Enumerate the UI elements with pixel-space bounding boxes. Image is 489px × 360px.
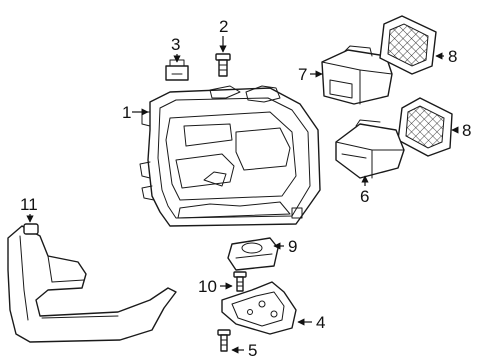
callout-10: 10	[198, 277, 233, 296]
callout-4: 4	[297, 313, 325, 332]
callout-7: 7	[298, 65, 323, 84]
callout-1: 1	[122, 103, 149, 122]
callout-label-11: 11	[20, 195, 38, 214]
callout-2: 2	[219, 17, 228, 53]
callout-label-8-top: 8	[448, 47, 457, 66]
control-module-part-7	[321, 45, 393, 105]
callout-label-3: 3	[171, 35, 180, 54]
headlamp-assembly	[139, 85, 321, 227]
callout-label-5: 5	[248, 341, 257, 360]
callout-8-bottom: 8	[451, 121, 471, 140]
mounting-bracket-part-4	[221, 281, 297, 335]
callout-label-7: 7	[298, 65, 307, 84]
callout-3: 3	[171, 35, 181, 63]
bolt-part-10	[233, 271, 247, 292]
callout-5: 5	[231, 341, 257, 360]
callout-6: 6	[360, 175, 369, 206]
callout-label-8-bottom: 8	[462, 121, 471, 140]
callout-label-6: 6	[360, 187, 369, 206]
callout-8-top: 8	[435, 47, 457, 66]
callout-label-1: 1	[122, 103, 131, 122]
vent-grille-top	[379, 15, 437, 75]
callout-label-9: 9	[288, 237, 297, 256]
bracket-part-9	[227, 237, 279, 271]
callout-label-2: 2	[219, 17, 228, 36]
bolt-part-2	[215, 53, 231, 77]
clip-part-3	[165, 59, 189, 81]
bumper-trim-part-11	[7, 223, 177, 343]
callout-9: 9	[273, 237, 297, 256]
ballast-module-part-6	[335, 119, 405, 179]
bolt-part-5	[217, 329, 231, 352]
callout-11: 11	[20, 195, 38, 223]
callout-label-4: 4	[316, 313, 325, 332]
callout-label-10: 10	[198, 277, 217, 296]
vent-grille-bottom	[397, 97, 453, 157]
